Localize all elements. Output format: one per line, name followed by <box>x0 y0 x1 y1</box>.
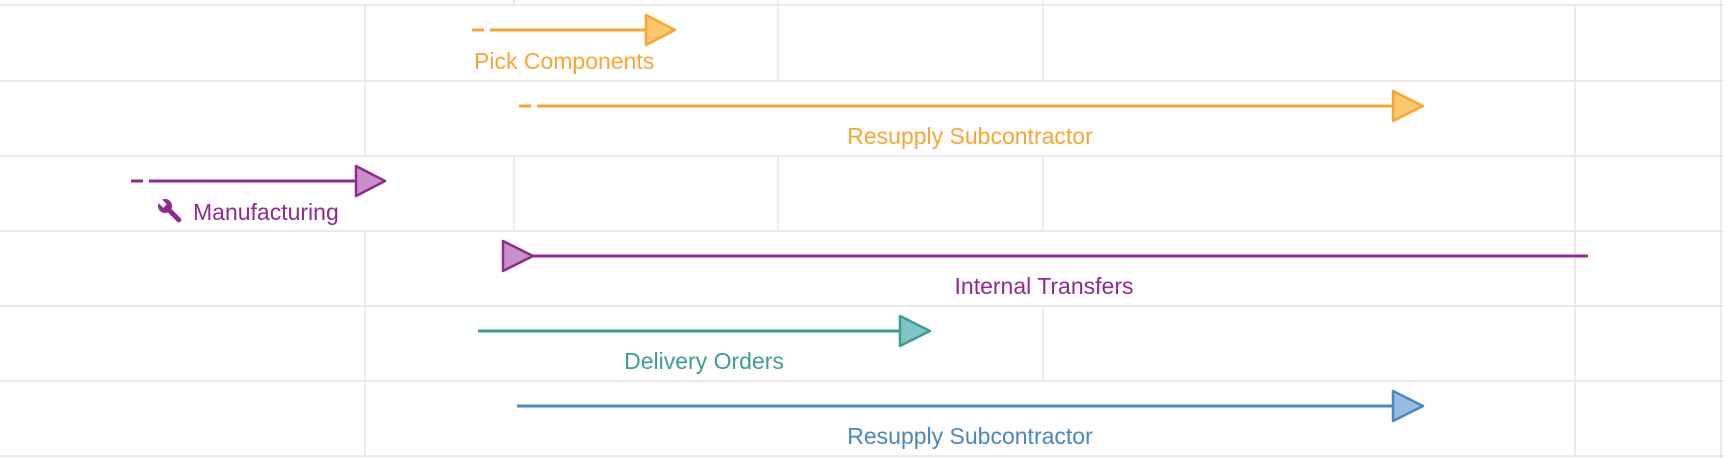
route-manufacturing[interactable]: Manufacturing <box>131 164 387 227</box>
route-internal-transfers[interactable]: Internal Transfers <box>501 239 1588 299</box>
route-arrowhead <box>354 164 387 198</box>
route-label: Resupply Subcontractor <box>847 123 1093 149</box>
route-resupply-subcontractor-orange[interactable]: Resupply Subcontractor <box>519 89 1425 149</box>
route-resupply-subcontractor-blue[interactable]: Resupply Subcontractor <box>517 389 1425 449</box>
route-pick-components[interactable]: Pick Components <box>472 13 677 74</box>
route-arrowhead <box>1391 89 1425 123</box>
route-label: Delivery Orders <box>624 348 784 374</box>
route-label: Pick Components <box>474 48 654 74</box>
route-label: Internal Transfers <box>955 273 1134 299</box>
route-arrowhead <box>1391 389 1425 423</box>
route-arrowhead <box>644 13 677 47</box>
route-label: Resupply Subcontractor <box>847 423 1093 449</box>
route-arrowhead <box>501 239 535 273</box>
wrench-icon <box>156 197 182 223</box>
route-label: Manufacturing <box>193 199 339 225</box>
route-delivery-orders[interactable]: Delivery Orders <box>478 314 932 374</box>
route-arrowhead <box>898 314 932 348</box>
